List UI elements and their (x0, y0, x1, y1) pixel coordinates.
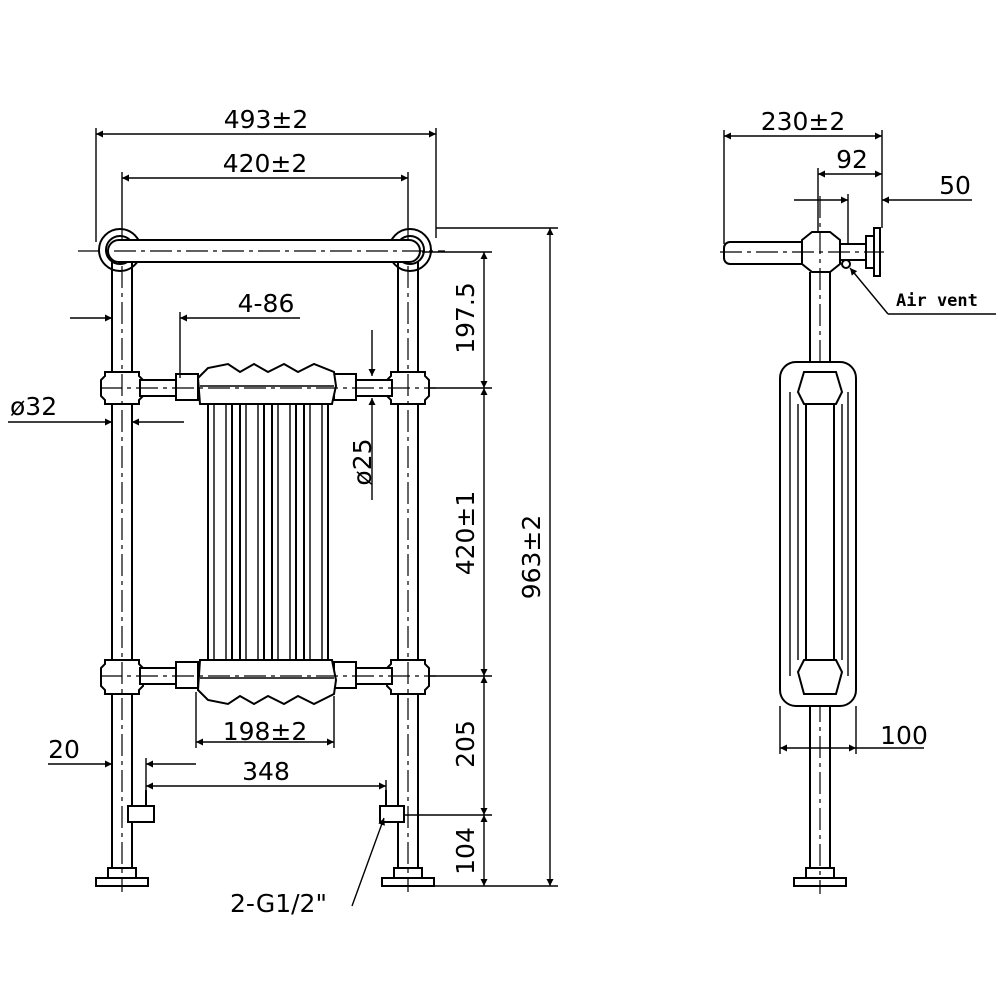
side-radiator-body (779, 361, 857, 707)
dim-overall-depth: 230±2 (723, 107, 883, 244)
label-air-vent: Air vent (896, 291, 978, 311)
dim-radiator-depth: 100 (779, 706, 928, 754)
label-radiator-width: 198±2 (223, 717, 308, 746)
dim-valve-centers: 348 (146, 757, 387, 790)
dim-overall-width: 493±2 (95, 105, 437, 242)
label-tube-diameter: ø32 (10, 392, 57, 421)
label-valve-to-floor: 104 (451, 827, 480, 875)
label-overall-depth: 230±2 (761, 107, 846, 136)
dim-radiator-width: 198±2 (195, 692, 335, 748)
label-overall-width: 493±2 (224, 105, 309, 134)
side-towel-rail (720, 227, 884, 277)
dim-tube-diameter: ø32 (8, 392, 184, 426)
side-upright-post (793, 196, 847, 894)
top-towel-rail (78, 228, 445, 272)
label-connection-spec: 2-G1/2" (230, 889, 327, 918)
connector-arms (139, 373, 393, 689)
side-view: Air vent 230±2 92 50 100 (720, 107, 996, 894)
left-upright-post (95, 230, 149, 892)
label-valve-centers: 348 (242, 757, 290, 786)
label-connector-diameter: ø25 (348, 438, 377, 485)
label-depth-50: 50 (939, 171, 971, 200)
label-depth-92: 92 (836, 145, 868, 174)
air-vent-callout: Air vent (841, 259, 996, 315)
dim-rail-centers: 420±2 (121, 149, 409, 230)
dim-depth-50: 50 (794, 171, 972, 244)
label-tube-to-radiator: 4-86 (238, 289, 295, 318)
label-top-to-upper-row: 197.5 (451, 282, 480, 354)
label-rail-centers: 420±2 (223, 149, 308, 178)
dim-tube-to-radiator: 4-86 (70, 289, 300, 378)
front-view: 493±2 420±2 4-86 ø32 ø25 198± (8, 105, 558, 918)
right-upright-post (381, 230, 435, 892)
connection-spec-callout: 2-G1/2" (230, 817, 385, 918)
dim-depth-92: 92 (817, 145, 882, 232)
dim-overall-height: 963±2 (436, 227, 558, 887)
label-row-centers: 420±1 (451, 491, 480, 576)
label-overall-height: 963±2 (517, 515, 546, 600)
label-radiator-depth: 100 (880, 721, 928, 750)
label-lower-row-to-valve: 205 (451, 720, 480, 768)
dim-height-chain: 197.5 420±1 205 104 (404, 251, 492, 887)
column-radiator (100, 362, 436, 706)
dim-connector-diameter: ø25 (348, 330, 377, 500)
right-valve (379, 790, 405, 823)
label-pipe-offset: 20 (48, 735, 80, 764)
left-valve (127, 790, 155, 823)
